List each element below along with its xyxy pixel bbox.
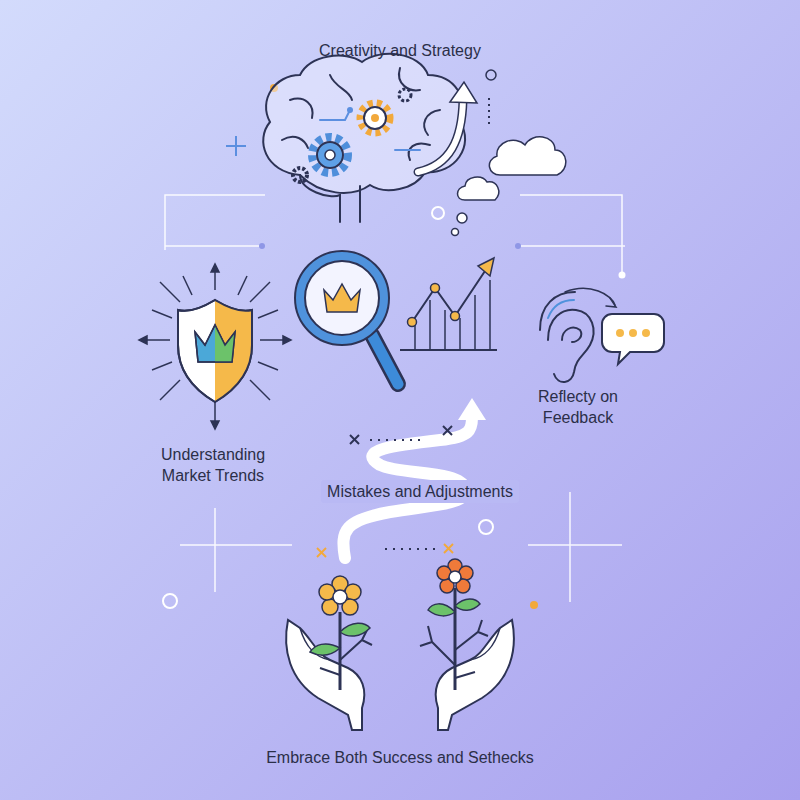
brain-icon: [263, 54, 465, 222]
gear-icons: [293, 89, 411, 182]
section-label: Understanding Market Trends: [148, 444, 278, 486]
plus-sign: [226, 136, 246, 156]
speech-bubble: [602, 314, 664, 364]
deco-circle: [163, 594, 177, 608]
deco-dot: [530, 601, 538, 609]
section-label: Mistakes and Adjustments: [321, 480, 519, 503]
section-label: Reflecty on Feedback: [528, 386, 628, 428]
shield-icon: [139, 264, 291, 429]
trend-chart: [400, 258, 497, 350]
caption-text: Embrace Both Success and Sethecks: [266, 747, 534, 768]
thought-clouds: [452, 137, 566, 236]
plant-right: [420, 559, 488, 690]
deco-circle: [486, 70, 496, 80]
deco-circle: [479, 520, 493, 534]
deco-circle: [432, 207, 444, 219]
hands-illustration: [286, 620, 514, 730]
section-label: Creativity and Strategy: [319, 40, 481, 61]
growth-arrow: [418, 82, 489, 172]
winding-path: [343, 398, 486, 558]
plant-left: [310, 576, 372, 690]
magnifier-icon: [295, 251, 398, 384]
